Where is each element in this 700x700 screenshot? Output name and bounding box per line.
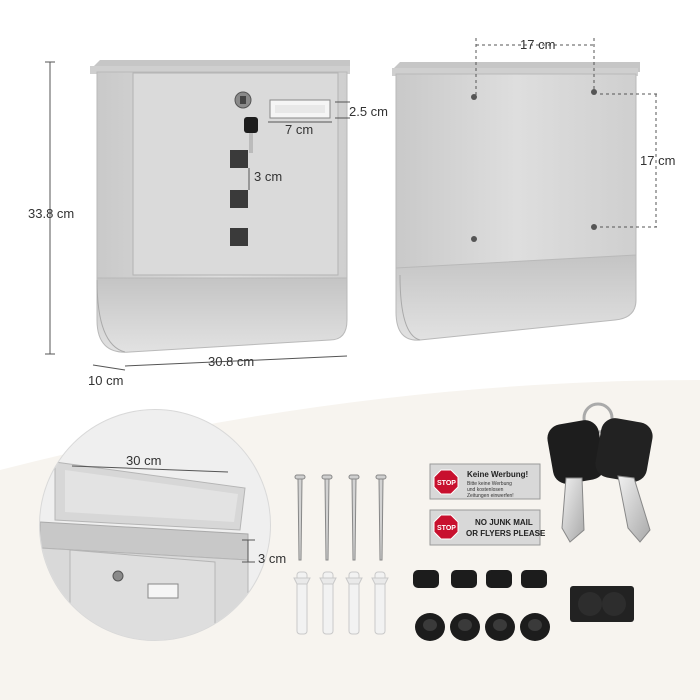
slot-width-label: 7 cm	[285, 122, 313, 137]
mount-horizontal-label: 17 cm	[520, 37, 555, 52]
lid-gap-label: 3 cm	[258, 551, 286, 566]
dimension-lines-back	[475, 38, 658, 228]
stop-sign-icon	[433, 514, 459, 540]
lock-icon	[234, 91, 252, 109]
key-icon	[547, 402, 653, 543]
sign1-line2: und kostenlosen	[467, 487, 504, 493]
adhesive-pad	[570, 586, 634, 622]
sign-keine-werbung: STOP Keine Werbung! Bitte keine Werbung …	[429, 463, 541, 500]
slot-height-label: 2.5 cm	[349, 104, 388, 119]
sign1-title: Keine Werbung!	[467, 470, 528, 479]
window-2	[230, 190, 248, 208]
key-icon	[244, 117, 258, 153]
stop-sign-icon	[433, 469, 459, 495]
stop-label: STOP	[437, 525, 456, 532]
wall-plug-icon	[293, 571, 389, 635]
mount-vertical-label: 17 cm	[640, 153, 675, 168]
mailbox-front	[90, 60, 350, 353]
depth-label: 10 cm	[88, 373, 123, 388]
mount-hole	[591, 224, 597, 230]
mailbox-back	[392, 62, 640, 341]
mount-hole	[471, 236, 477, 242]
window-1	[230, 150, 248, 168]
window-gap-label: 3 cm	[254, 169, 282, 184]
width-label: 30.8 cm	[208, 354, 254, 369]
dimension-lines-front	[45, 61, 350, 371]
sign-no-junk-mail: STOP NO JUNK MAIL OR FLYERS PLEASE	[429, 509, 546, 546]
sign1-line1: Bitte keine Werbung	[467, 481, 512, 487]
mount-hole	[471, 94, 477, 100]
lid-detail-zoom: 30 cm 3 cm	[39, 409, 286, 641]
sign2-line2: OR FLYERS PLEASE	[466, 529, 546, 538]
lid-width-label: 30 cm	[126, 453, 161, 468]
window-3	[230, 228, 248, 246]
height-label: 33.8 cm	[28, 206, 74, 221]
mount-hole	[591, 89, 597, 95]
sign2-line1: NO JUNK MAIL	[475, 518, 533, 527]
sign1-line3: Zeitungen einwerfen!	[467, 493, 514, 499]
stop-label: STOP	[437, 480, 456, 487]
screw-icon	[294, 474, 387, 561]
